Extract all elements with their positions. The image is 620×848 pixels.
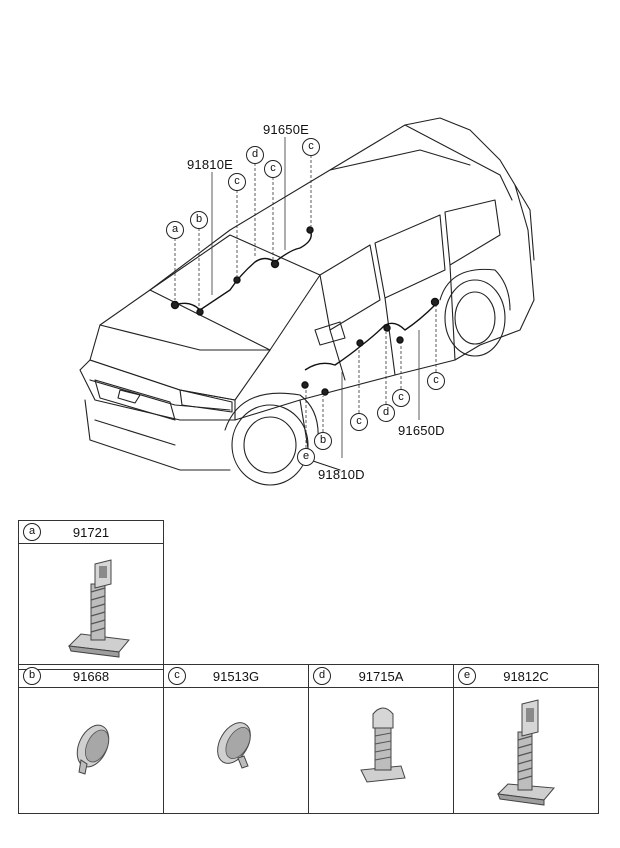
t-bolt-clip-icon	[67, 559, 130, 658]
part-image-c	[163, 687, 309, 814]
parts-header-e: e 91812C	[453, 664, 599, 688]
marker-c: c	[392, 389, 410, 407]
parts-header-a: a 91721	[18, 520, 164, 544]
marker-e: e	[297, 448, 315, 466]
letter-b: b	[23, 667, 41, 685]
parts-header-b: b 91668	[18, 664, 164, 688]
part-code-91715A: 91715A	[358, 669, 404, 684]
part-image-d	[308, 687, 454, 814]
parts-cell-a: a 91721	[18, 520, 164, 670]
callout-91650D: 91650D	[398, 423, 445, 438]
part-code-91513G: 91513G	[212, 669, 260, 684]
marker-c: c	[427, 372, 445, 390]
marker-c: c	[302, 138, 320, 156]
part-code-91812C: 91812C	[503, 669, 549, 684]
marker-c: c	[228, 173, 246, 191]
round-grommet-icon	[76, 724, 110, 775]
letter-e: e	[458, 667, 476, 685]
letter-c: c	[168, 667, 186, 685]
marker-b: b	[314, 432, 332, 450]
letter-d: d	[313, 667, 331, 685]
marker-c: c	[264, 160, 282, 178]
letter-a: a	[23, 523, 41, 541]
callout-91810D: 91810D	[318, 467, 365, 482]
marker-d: d	[246, 146, 264, 164]
marker-d: d	[377, 404, 395, 422]
parts-row-bottom: b 91668 c 91513G d 91715A e 91812C	[18, 664, 599, 814]
marker-c: c	[350, 413, 368, 431]
vehicle-illustration	[79, 117, 535, 486]
callout-91810E: 91810E	[187, 157, 234, 172]
push-pin-clip-icon	[360, 707, 406, 783]
parts-header-d: d 91715A	[308, 664, 454, 688]
parts-header-c: c 91513G	[163, 664, 309, 688]
vehicle-wiring-diagram: 91650E 91810E 91650D 91810D a b c d c c …	[79, 117, 535, 486]
round-grommet-icon	[217, 722, 251, 769]
t-bolt-clip-icon	[496, 699, 555, 806]
part-code-91721: 91721	[72, 525, 110, 540]
part-image-a	[18, 543, 164, 670]
marker-a: a	[166, 221, 184, 239]
part-image-b	[18, 687, 164, 814]
callout-91650E: 91650E	[263, 122, 310, 137]
part-code-91668: 91668	[72, 669, 110, 684]
marker-b: b	[190, 211, 208, 229]
part-image-e	[453, 687, 599, 814]
